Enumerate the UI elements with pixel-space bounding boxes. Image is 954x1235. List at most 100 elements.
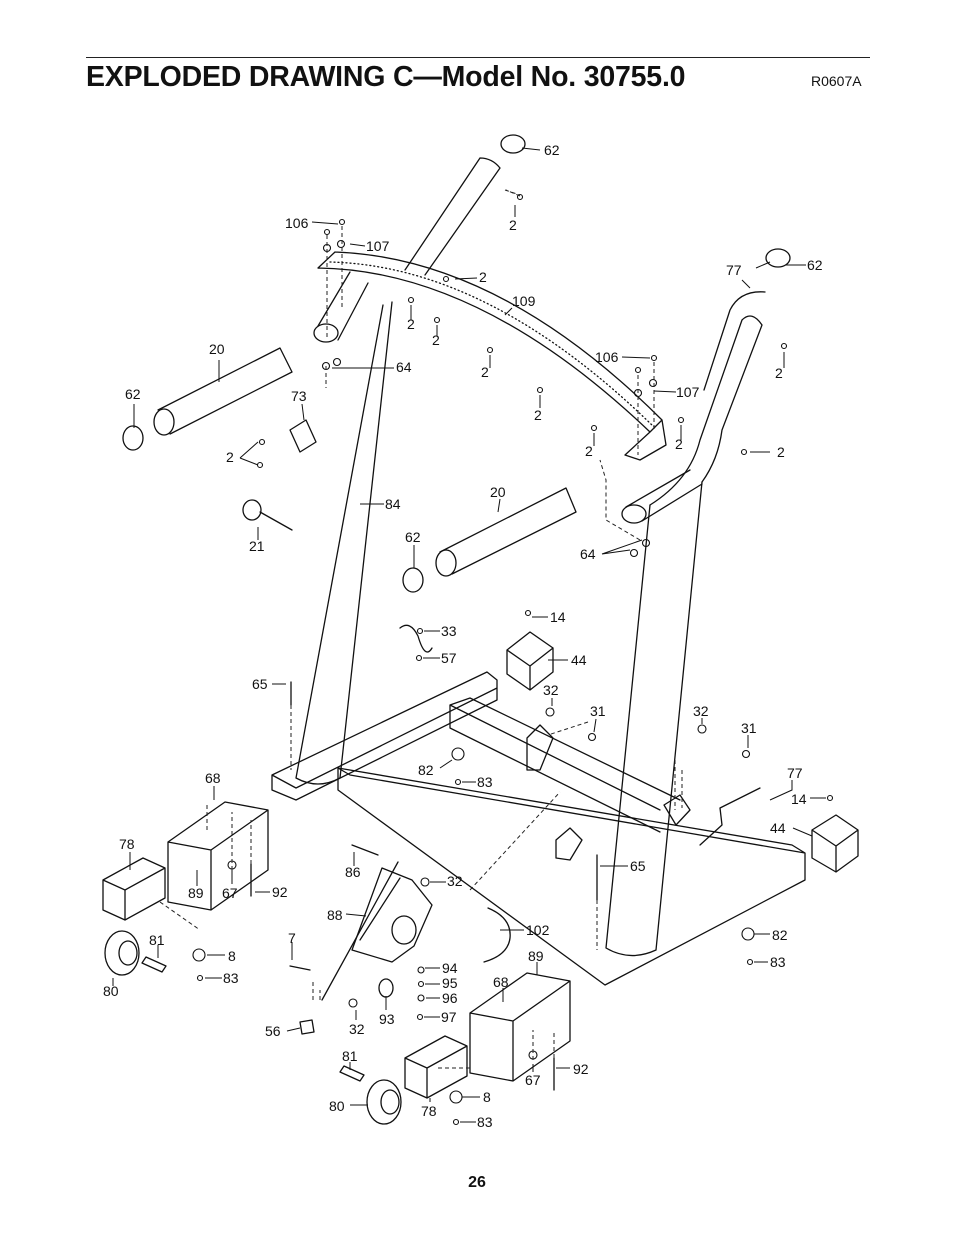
leader-lines <box>112 147 826 1123</box>
right-tube-end <box>621 504 647 524</box>
callout-32: 32 <box>693 703 709 719</box>
callout-96: 96 <box>442 990 458 1006</box>
wire-77-bottom <box>699 787 761 846</box>
callout-106: 106 <box>595 349 619 365</box>
callout-31: 31 <box>741 720 757 736</box>
left-hood-44 <box>506 631 554 691</box>
callout-88: 88 <box>327 907 343 923</box>
callout-65: 65 <box>630 858 646 874</box>
wire-77-top <box>703 291 766 391</box>
callout-77: 77 <box>726 262 742 278</box>
right-hood-44 <box>811 814 859 873</box>
callout-8: 8 <box>228 948 236 964</box>
knob-21 <box>242 499 262 521</box>
callout-82: 82 <box>418 762 434 778</box>
callout-44: 44 <box>571 652 587 668</box>
callout-83: 83 <box>477 774 493 790</box>
cap-62-grip-left <box>122 425 144 451</box>
callout-33: 33 <box>441 623 457 639</box>
callout-2: 2 <box>432 332 440 348</box>
callout-2: 2 <box>226 449 234 465</box>
callout-2: 2 <box>407 316 415 332</box>
drawing-code: R0607A <box>811 73 862 89</box>
callout-106: 106 <box>285 215 309 231</box>
callout-7: 7 <box>288 930 296 946</box>
wire-102 <box>483 907 511 963</box>
callout-80: 80 <box>329 1098 345 1114</box>
callout-14: 14 <box>791 791 807 807</box>
callout-89: 89 <box>528 948 544 964</box>
callout-78: 78 <box>421 1103 437 1119</box>
callout-68: 68 <box>205 770 221 786</box>
assembly-guides <box>159 189 683 1069</box>
callout-65: 65 <box>252 676 268 692</box>
cap-62-top-right <box>765 248 791 268</box>
callout-86: 86 <box>345 864 361 880</box>
right-grip-20 <box>439 487 577 575</box>
callout-68: 68 <box>493 974 509 990</box>
callout-67: 67 <box>525 1072 541 1088</box>
right-foot-cover <box>404 1035 468 1099</box>
callout-2: 2 <box>534 407 542 423</box>
page-title: EXPLODED DRAWING C—Model No. 30755.0 <box>86 61 686 93</box>
callout-20: 20 <box>209 341 225 357</box>
callout-92: 92 <box>573 1061 589 1077</box>
frame-parts <box>102 134 859 1125</box>
callout-62: 62 <box>807 257 823 273</box>
left-upper-tube-end <box>313 323 339 343</box>
right-foot-tube <box>469 972 571 1082</box>
right-wheel <box>366 1079 402 1125</box>
base-long-rail <box>337 767 806 986</box>
callout-97: 97 <box>441 1009 457 1025</box>
callout-83: 83 <box>223 970 239 986</box>
callout-81: 81 <box>149 932 165 948</box>
callout-102: 102 <box>526 922 550 938</box>
callout-62: 62 <box>405 529 421 545</box>
callout-62: 62 <box>125 386 141 402</box>
incline-motor-88 <box>351 867 433 963</box>
callout-78: 78 <box>119 836 135 852</box>
callout-2: 2 <box>775 365 783 381</box>
callout-93: 93 <box>379 1011 395 1027</box>
callout-64: 64 <box>580 546 596 562</box>
callout-83: 83 <box>477 1114 493 1130</box>
cap-62-grip-right <box>402 567 424 593</box>
callout-32: 32 <box>447 873 463 889</box>
disc-93 <box>378 978 394 998</box>
callout-56: 56 <box>265 1023 281 1039</box>
callout-62: 62 <box>544 142 560 158</box>
callout-95: 95 <box>442 975 458 991</box>
callout-2: 2 <box>777 444 785 460</box>
callout-21: 21 <box>249 538 265 554</box>
callout-81: 81 <box>342 1048 358 1064</box>
callout-84: 84 <box>385 496 401 512</box>
callout-82: 82 <box>772 927 788 943</box>
left-wheel <box>104 930 140 976</box>
clip-56 <box>299 1019 315 1035</box>
base-cross-member <box>449 697 681 833</box>
callout-8: 8 <box>483 1089 491 1105</box>
callout-107: 107 <box>676 384 700 400</box>
callout-20: 20 <box>490 484 506 500</box>
page-number: 26 <box>468 1174 486 1191</box>
cap-62-top-left <box>500 134 526 154</box>
callout-14: 14 <box>550 609 566 625</box>
callout-2: 2 <box>675 436 683 452</box>
callout-73: 73 <box>291 388 307 404</box>
callout-2: 2 <box>481 364 489 380</box>
callout-2: 2 <box>479 269 487 285</box>
left-upper-tube <box>404 157 501 276</box>
callout-57: 57 <box>441 650 457 666</box>
left-grip-20 <box>157 347 293 435</box>
left-upright <box>295 301 393 785</box>
left-foot-tube <box>167 801 269 911</box>
header-rule <box>86 57 870 58</box>
left-foot-cover <box>102 857 166 921</box>
bracket-73 <box>289 419 317 453</box>
callout-109: 109 <box>512 293 536 309</box>
callout-44: 44 <box>770 820 786 836</box>
callout-94: 94 <box>442 960 458 976</box>
right-upright <box>605 481 703 957</box>
callout-80: 80 <box>103 983 119 999</box>
